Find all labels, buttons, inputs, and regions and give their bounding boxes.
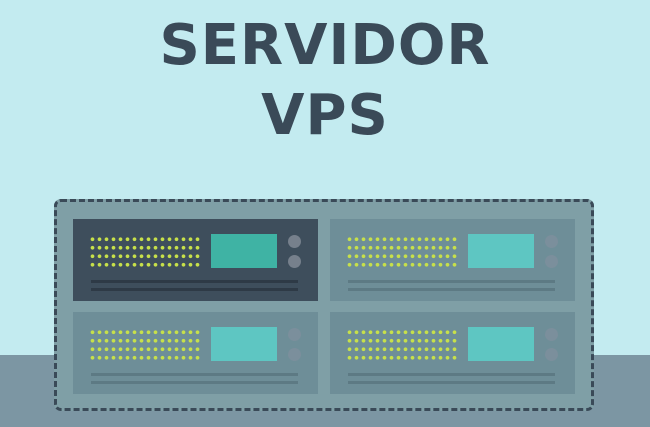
drive-slot — [91, 381, 298, 384]
server-unit-4 — [330, 312, 575, 394]
reset-button-icon — [545, 255, 558, 268]
power-button-icon — [545, 235, 558, 248]
power-button-icon — [288, 328, 301, 341]
led-grid-icon — [89, 235, 201, 269]
drive-slot — [348, 381, 555, 384]
drive-slot — [91, 288, 298, 291]
display-screen — [211, 327, 277, 361]
power-button-icon — [288, 235, 301, 248]
drive-slot — [91, 373, 298, 376]
drive-slot — [91, 280, 298, 283]
server-unit-2 — [330, 219, 575, 301]
power-button-icon — [545, 328, 558, 341]
led-grid-icon — [346, 235, 458, 269]
drive-slot — [348, 280, 555, 283]
reset-button-icon — [545, 348, 558, 361]
server-unit-3 — [73, 312, 318, 394]
display-screen — [468, 234, 534, 268]
title-line-2: VPS — [261, 83, 389, 148]
reset-button-icon — [288, 348, 301, 361]
reset-button-icon — [288, 255, 301, 268]
title-line-1: SERVIDOR — [159, 13, 491, 78]
drive-slot — [348, 373, 555, 376]
display-screen — [468, 327, 534, 361]
led-grid-icon — [346, 328, 458, 362]
server-unit-1 — [73, 219, 318, 301]
display-screen — [211, 234, 277, 268]
drive-slot — [348, 288, 555, 291]
led-grid-icon — [89, 328, 201, 362]
